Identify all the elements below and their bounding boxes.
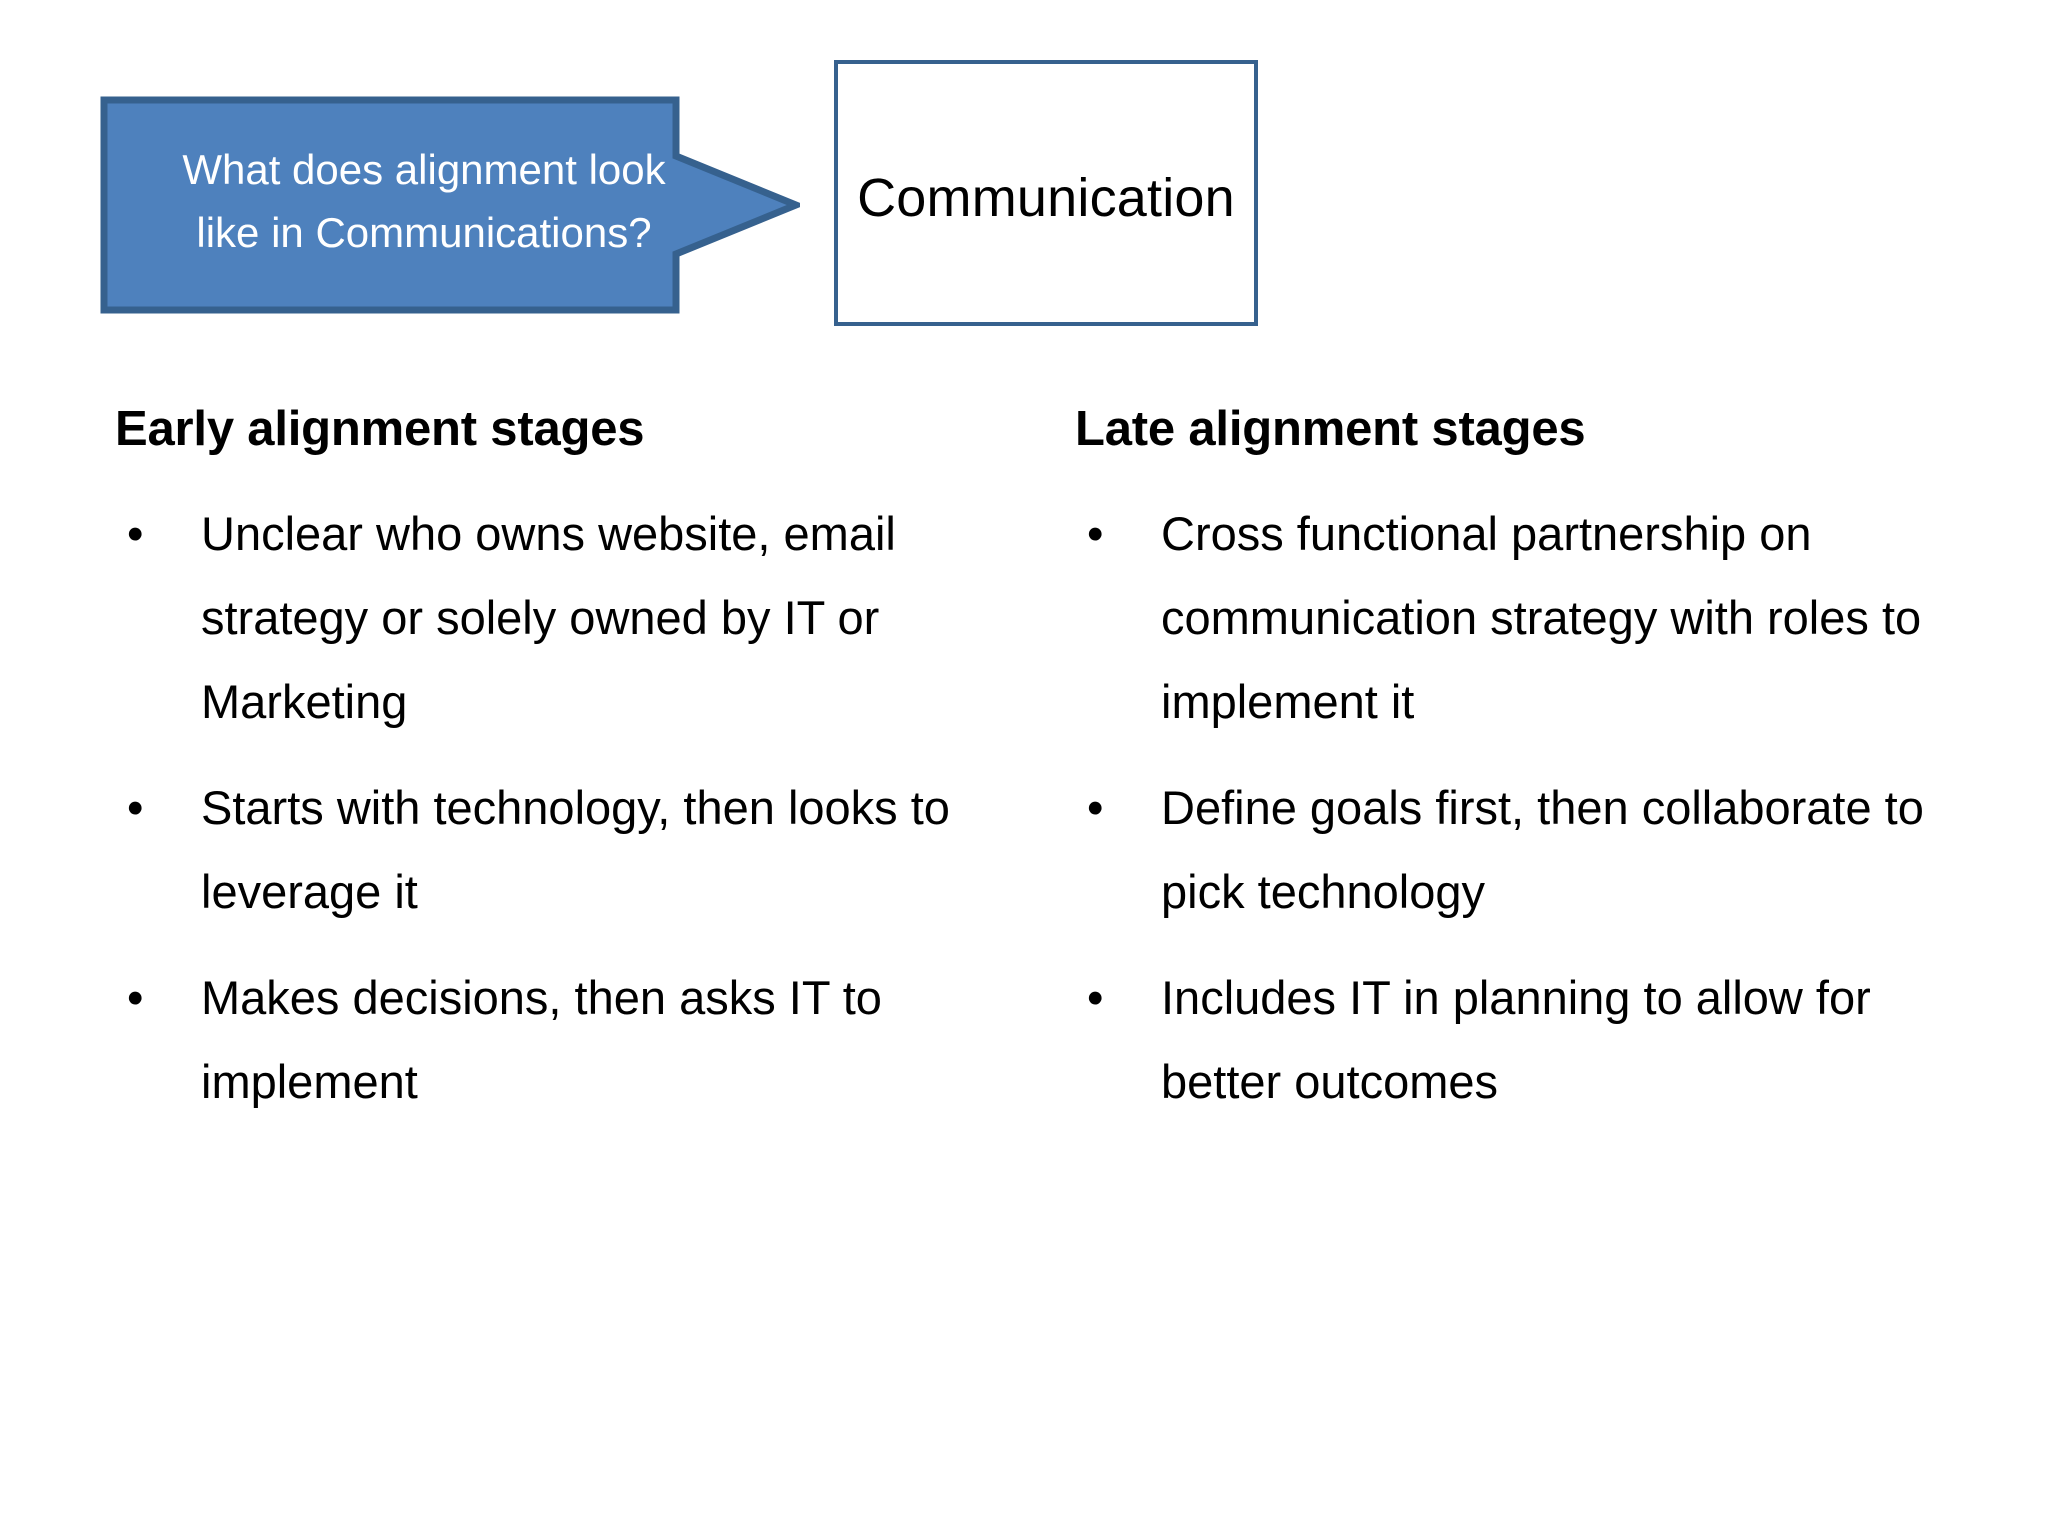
list-item: • Cross functional partnership on commun… (1075, 492, 1975, 744)
communication-topic-label: Communication (857, 168, 1235, 228)
bullet-dot-icon: • (127, 781, 144, 834)
late-alignment-bullet-list: • Cross functional partnership on commun… (1075, 492, 1975, 1124)
list-item: • Makes decisions, then asks IT to imple… (115, 956, 995, 1124)
list-item: • Starts with technology, then looks to … (115, 766, 995, 934)
late-alignment-heading: Late alignment stages (1075, 402, 1586, 456)
early-alignment-column: Early alignment stages • Unclear who own… (115, 400, 995, 1146)
list-item-text: Cross functional partnership on communic… (1161, 507, 1922, 728)
alignment-question-callout: What does alignment look like in Communi… (100, 96, 800, 314)
callout-line-2: like in Communications? (196, 209, 652, 256)
early-alignment-bullet-list: • Unclear who owns website, email strate… (115, 492, 995, 1124)
callout-text: What does alignment look like in Communi… (124, 138, 724, 264)
list-item-text: Starts with technology, then looks to le… (201, 781, 950, 918)
early-alignment-heading: Early alignment stages (115, 402, 645, 456)
bullet-dot-icon: • (1087, 971, 1104, 1024)
list-item-text: Includes IT in planning to allow for bet… (1161, 971, 1871, 1108)
list-item: • Define goals first, then collaborate t… (1075, 766, 1975, 934)
bullet-dot-icon: • (127, 507, 144, 560)
bullet-dot-icon: • (1087, 507, 1104, 560)
late-alignment-column: Late alignment stages • Cross functional… (1075, 400, 1975, 1146)
alignment-stages-columns: Early alignment stages • Unclear who own… (0, 400, 2048, 1260)
bullet-dot-icon: • (1087, 781, 1104, 834)
list-item-text: Makes decisions, then asks IT to impleme… (201, 971, 882, 1108)
list-item: • Includes IT in planning to allow for b… (1075, 956, 1975, 1124)
callout-line-1: What does alignment look (182, 146, 666, 193)
list-item: • Unclear who owns website, email strate… (115, 492, 995, 744)
list-item-text: Define goals first, then collaborate to … (1161, 781, 1924, 918)
communication-topic-box: Communication (834, 60, 1258, 326)
callout-shape-icon (100, 96, 800, 314)
list-item-text: Unclear who owns website, email strategy… (201, 507, 896, 728)
bullet-dot-icon: • (127, 971, 144, 1024)
